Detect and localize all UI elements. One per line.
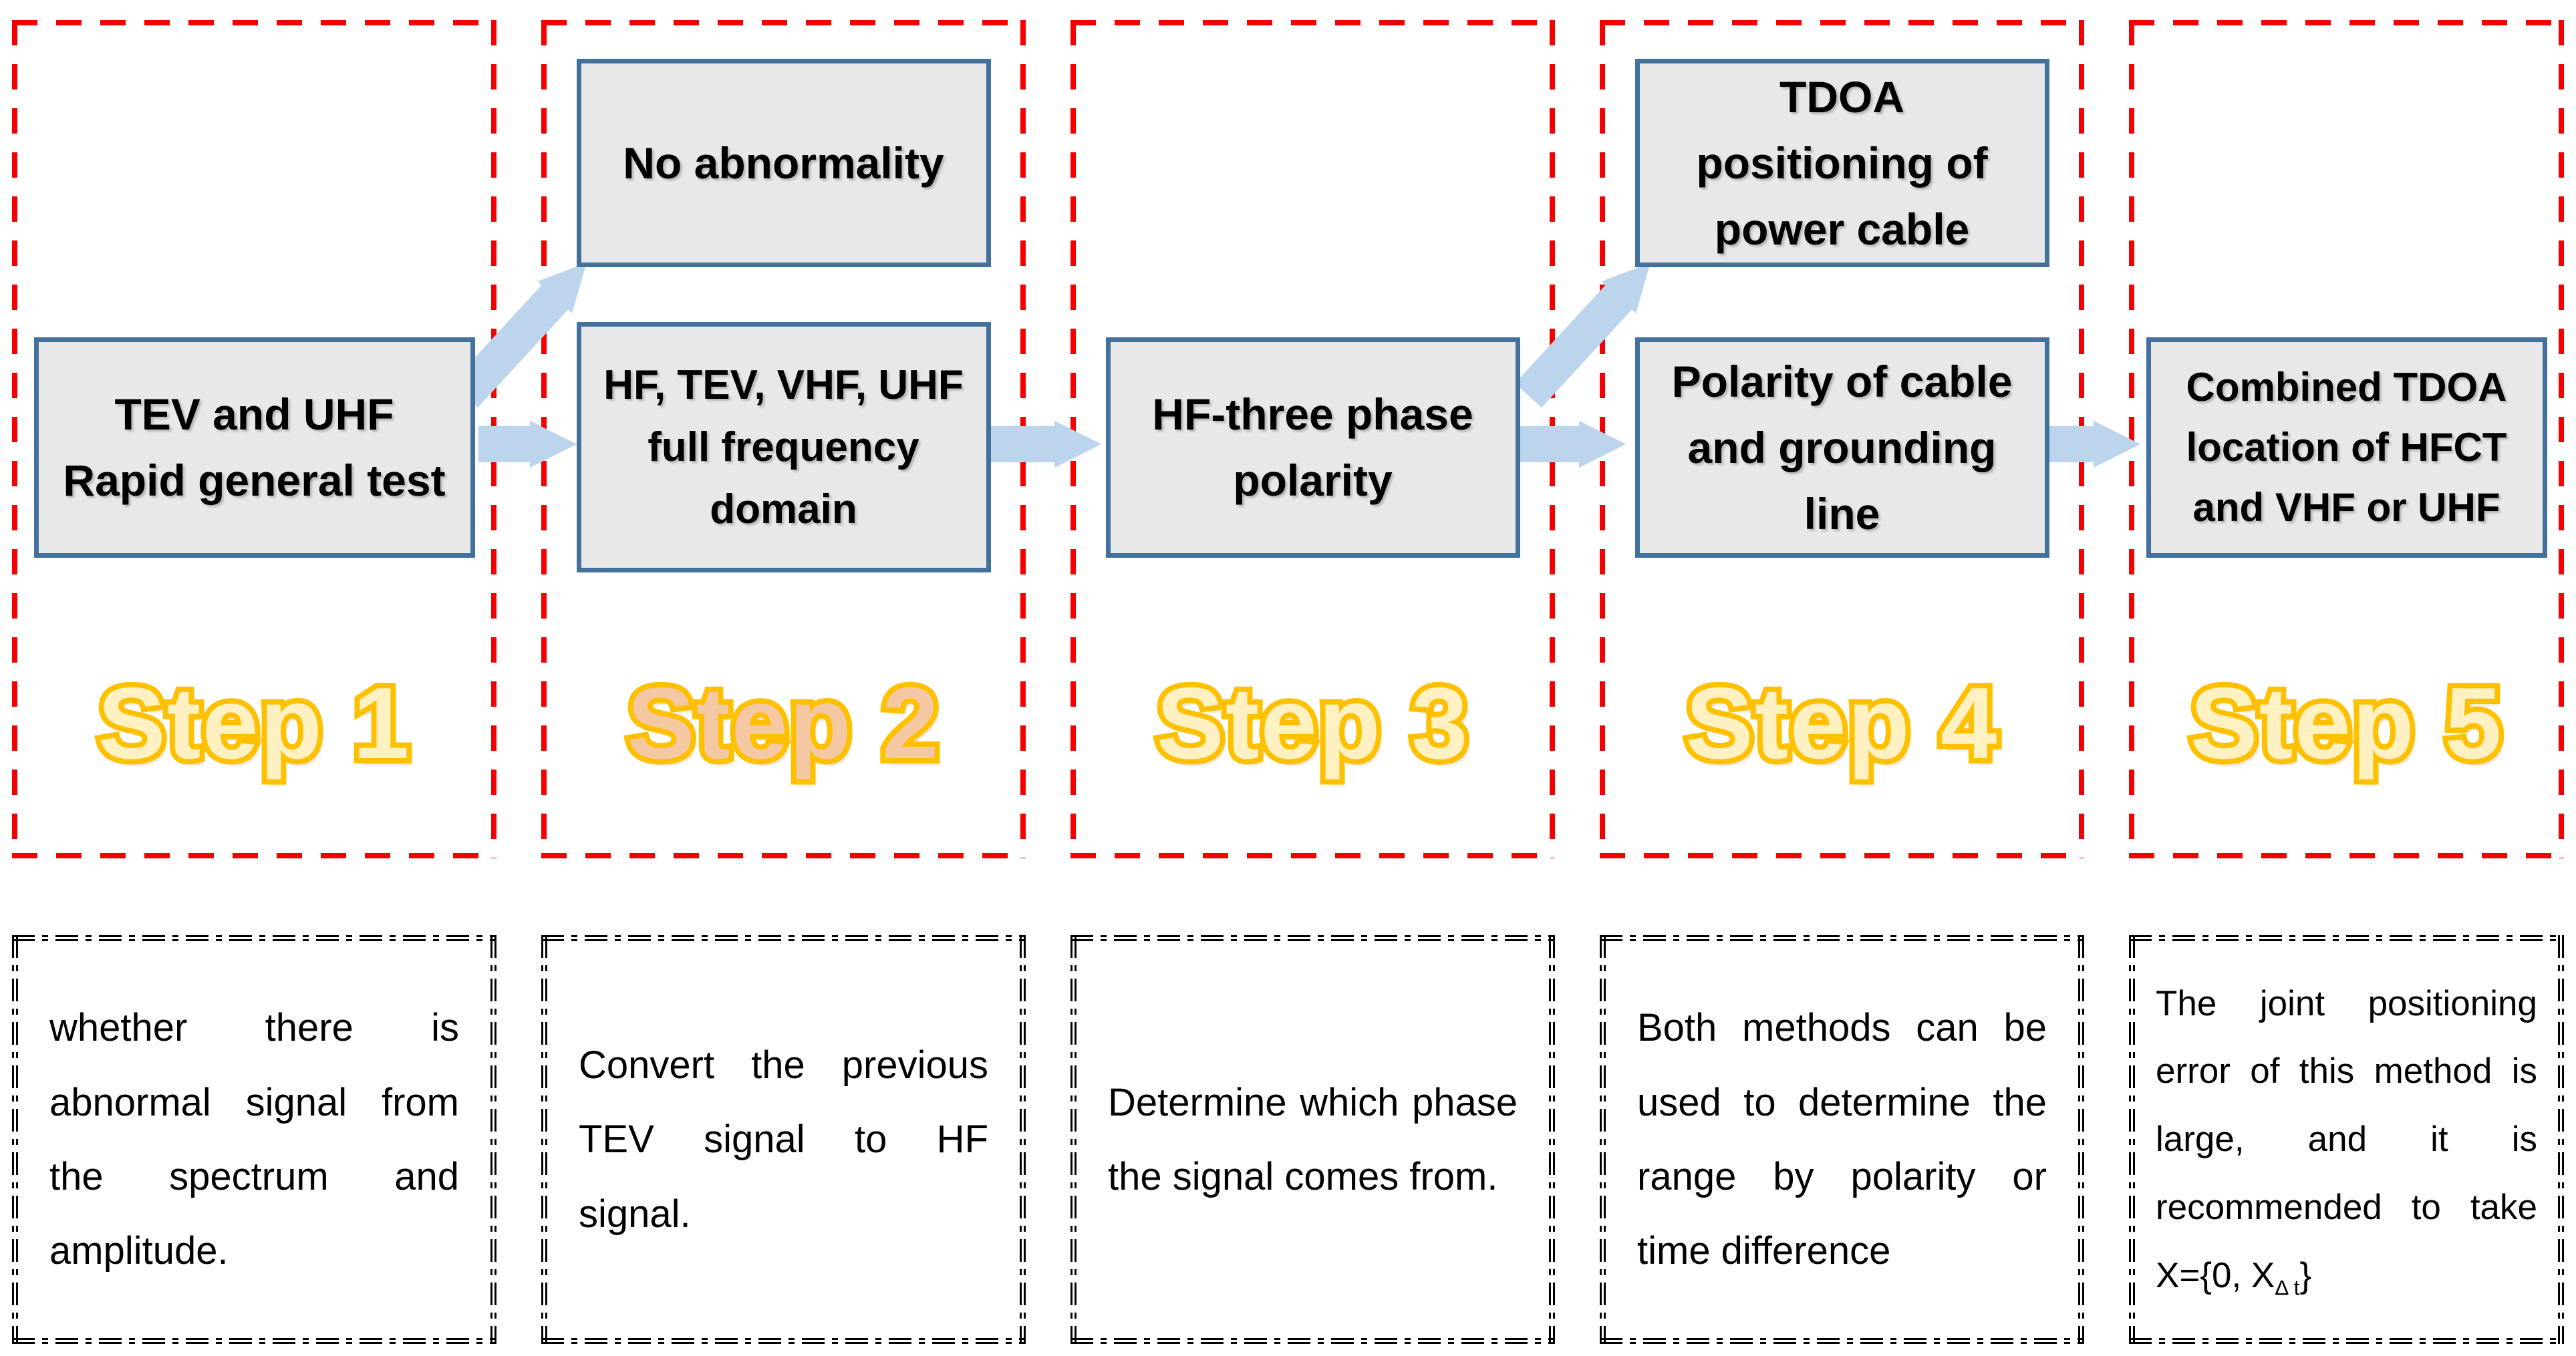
- step-label-4: Step 4 Step 4: [1600, 662, 2084, 784]
- step-label-1: Step 1 Step 1: [12, 662, 496, 784]
- step-label-text: Step 1: [98, 667, 411, 780]
- flow-box-line: full frequency: [648, 424, 919, 470]
- description-content: Both methods can be used to determine th…: [1600, 935, 2084, 1344]
- flow-box-line: domain: [710, 486, 857, 532]
- flow-box-line: and grounding: [1687, 422, 1997, 472]
- subscript-delta-t: Δ t: [2275, 1275, 2300, 1300]
- flow-box-line: power cable: [1714, 204, 1970, 254]
- flow-box-step1-main: TEV and UHF Rapid general test: [33, 337, 475, 558]
- flow-box-step3-main: HF-three phase polarity: [1105, 337, 1520, 558]
- flow-box-line: polarity: [1233, 456, 1393, 505]
- flow-box-step5-main: Combined TDOA location of HFCT and VHF o…: [2146, 337, 2547, 558]
- step-panel-5: Combined TDOA location of HFCT and VHF o…: [2129, 20, 2564, 858]
- flow-box-step4-main: Polarity of cable and grounding line: [1634, 337, 2049, 558]
- step-panel-4: TDOA positioning of power cable Polarity…: [1600, 20, 2084, 858]
- description-content: The joint positioning error of this meth…: [2129, 935, 2564, 1344]
- description-text: The joint positioning error of this meth…: [2156, 983, 2537, 1300]
- step-label-outline: Step 5: [2184, 662, 2507, 784]
- step-label-outline: Step 3: [1151, 662, 1473, 784]
- description-text: Determine which phase the signal comes f…: [1108, 1080, 1518, 1198]
- description-text: whether there is abnormal signal from th…: [49, 1006, 459, 1273]
- step-panel-3: HF-three phase polarity Step 3 Step 3: [1070, 20, 1555, 858]
- flow-box-line: No abnormality: [623, 138, 944, 188]
- flow-box-line: Rapid general test: [63, 456, 446, 505]
- description-content: Convert the previous TEV signal to HF si…: [541, 935, 1026, 1344]
- step-label-3: Step 3 Step 3: [1070, 662, 1555, 784]
- step-label-outline: Step 4: [1680, 662, 2002, 784]
- description-box-5: The joint positioning error of this meth…: [2129, 935, 2564, 1344]
- description-content: whether there is abnormal signal from th…: [12, 935, 496, 1344]
- step-label-text: Step 2: [627, 667, 940, 780]
- flow-box-line: line: [1804, 488, 1880, 538]
- flow-box-line: location of HFCT: [2186, 425, 2507, 470]
- flow-box-line: Polarity of cable: [1671, 356, 2013, 406]
- description-text: Both methods can be used to determine th…: [1637, 1006, 2047, 1273]
- flow-box-step2-main: HF, TEV, VHF, UHF full frequency domain: [576, 322, 991, 572]
- step-label-text: Step 5: [2190, 667, 2503, 780]
- description-box-3: Determine which phase the signal comes f…: [1070, 935, 1555, 1344]
- flow-box-line: HF, TEV, VHF, UHF: [603, 362, 964, 408]
- step-label-text: Step 3: [1156, 667, 1469, 780]
- step-label-text: Step 4: [1685, 667, 1999, 780]
- step-label-2: Step 2 Step 2: [541, 662, 1026, 784]
- description-content: Determine which phase the signal comes f…: [1070, 935, 1555, 1344]
- description-box-4: Both methods can be used to determine th…: [1600, 935, 2084, 1344]
- description-box-2: Convert the previous TEV signal to HF si…: [541, 935, 1026, 1344]
- flow-box-step2-top: No abnormality: [576, 59, 991, 267]
- flow-box-line: Combined TDOA: [2186, 365, 2507, 409]
- description-text: Convert the previous TEV signal to HF si…: [579, 1043, 988, 1236]
- step-label-outline: Step 1: [92, 662, 414, 784]
- flow-box-line: positioning of: [1696, 138, 1988, 188]
- flow-box-line: TDOA: [1779, 71, 1904, 122]
- flow-box-step4-top: TDOA positioning of power cable: [1634, 59, 2049, 267]
- step-panel-2: No abnormality HF, TEV, VHF, UHF full fr…: [541, 20, 1026, 858]
- description-box-1: whether there is abnormal signal from th…: [12, 935, 496, 1344]
- step-label-5: Step 5 Step 5: [2129, 662, 2564, 784]
- step-label-outline: Step 2: [621, 662, 944, 784]
- flow-box-line: HF-three phase: [1152, 389, 1473, 439]
- flow-box-line: and VHF or UHF: [2192, 485, 2500, 530]
- step-panel-1: TEV and UHF Rapid general test Step 1 St…: [12, 20, 496, 858]
- flow-box-line: TEV and UHF: [114, 389, 394, 439]
